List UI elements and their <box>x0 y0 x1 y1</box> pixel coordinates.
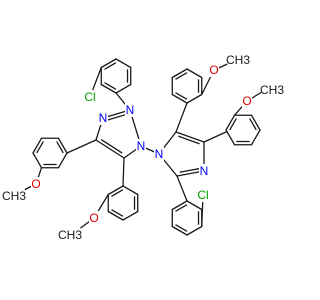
chlorophenyl-top-ring-bond <box>100 58 117 69</box>
chlorophenyl-top-ring-bond <box>115 83 132 94</box>
chlorine-top-background <box>82 90 98 104</box>
chlorophenyl-top-ring-bond-inner <box>104 62 117 70</box>
methoxyphenyl-top-ring-bond <box>171 68 188 79</box>
nitrogen-right-1-text: N <box>155 147 164 161</box>
nitrogen-left-3-background <box>98 111 108 125</box>
methyl-lower-background <box>59 228 81 242</box>
oxygen-top-right: O <box>209 63 219 77</box>
methyl-lower: CH3 <box>58 228 82 242</box>
methoxyphenyl-right-ring-bond <box>225 114 236 131</box>
methoxyphenyl-lower-ring-bond <box>122 210 139 221</box>
nitrogen-left-1: N <box>125 103 135 117</box>
methoxyphenyl-right-ring-bond-inner <box>249 118 257 131</box>
aryl-link-bond <box>122 157 125 187</box>
methoxyphenyl-left-ring-bond <box>57 152 68 169</box>
methoxyphenyl-left-ring-bond <box>57 137 68 154</box>
nitrogen-right-3: N <box>199 164 209 178</box>
methyl-left: CH3 <box>2 189 26 203</box>
oxygen-right-text: O <box>242 94 251 108</box>
methoxyphenyl-left-ring-bond <box>32 137 43 154</box>
methoxyphenyl-top-ring-bond-inner <box>175 72 188 80</box>
nitrogen-right-1-background <box>154 147 164 161</box>
chlorine-bottom-text: Cl <box>197 188 208 202</box>
nitrogen-left-3-text: N <box>99 111 108 125</box>
nitrogen-left-3: N <box>98 111 108 125</box>
aryl-link-bond <box>176 175 188 202</box>
imidazole-right-bond-inner <box>179 167 201 173</box>
imidazole-left-bond <box>95 139 125 159</box>
methoxyphenyl-right-ring-bond-inner <box>229 118 237 131</box>
chlorophenyl-bottom-ring-bond-inner <box>175 204 188 212</box>
chlorophenyl-bottom-ring-bond <box>171 225 188 236</box>
methyl-right: CH3 <box>260 83 284 97</box>
methyl-top-right-background <box>227 53 249 67</box>
chlorine-bottom: Cl <box>195 188 211 202</box>
nitrogen-left-1-text: N <box>126 103 135 117</box>
chlorine-top-text: Cl <box>84 90 95 104</box>
aryl-link-bond <box>203 131 227 143</box>
chlorophenyl-top-ring-bond <box>115 58 132 69</box>
methoxyphenyl-lower-ring-bond <box>107 185 124 196</box>
oxygen-lower-background <box>89 211 99 225</box>
methoxyphenyl-top-ring-bond <box>171 93 188 104</box>
imidazole-right-bond-inner <box>178 135 200 145</box>
methyl-top-right-text: CH3 <box>226 53 250 67</box>
oxygen-top-right-background <box>209 63 219 77</box>
oxygen-right: O <box>242 94 252 108</box>
nitrogen-right-1: N <box>154 147 164 161</box>
oxygen-left: O <box>31 177 41 191</box>
chlorophenyl-bottom-ring-bond-inner <box>175 224 188 232</box>
nitrogen-left-1-background <box>125 103 135 117</box>
methyl-right-text: CH3 <box>260 83 284 97</box>
chlorine-top: Cl <box>82 90 98 104</box>
nitrogen-left-link-background <box>136 139 146 153</box>
oxygen-right-background <box>242 94 252 108</box>
nitrogen-left-link: N <box>136 139 146 153</box>
methoxyphenyl-right-ring-bond <box>225 129 236 146</box>
chlorophenyl-top-ring-bond <box>100 83 117 94</box>
chlorine-bottom-background <box>195 188 211 202</box>
oxygen-left-background <box>31 177 41 191</box>
methoxyphenyl-right-ring-bond <box>250 114 261 131</box>
methyl-lower-text: CH3 <box>58 228 82 242</box>
aryl-link-bond <box>175 102 188 133</box>
imidazole-left-bond-inner <box>107 113 128 121</box>
methyl-left-text: CH3 <box>2 189 26 203</box>
aryl-link-bond <box>66 139 97 154</box>
nitrogen-right-3-text: N <box>200 164 209 178</box>
methyl-right-background <box>261 83 283 97</box>
methoxyphenyl-lower-ring-bond-inner <box>111 209 124 217</box>
methoxyphenyl-left-ring-bond-inner <box>56 141 64 154</box>
methyl-left-background <box>3 189 25 203</box>
methoxyphenyl-top-ring-bond-inner <box>175 92 188 100</box>
methoxyphenyl-top-ring-bond <box>186 93 203 104</box>
methoxyphenyl-lower-ring-bond <box>122 185 139 196</box>
chlorophenyl-top-ring-bond-inner <box>104 82 117 90</box>
methoxyphenyl-left-ring-bond-inner <box>36 141 44 154</box>
imidazole-left-bond-inner <box>101 139 123 154</box>
imidazole-right-bond <box>175 131 205 143</box>
chlorophenyl-bottom-ring-bond <box>171 200 188 211</box>
chlorophenyl-bottom-ring-bond <box>186 200 203 211</box>
oxygen-top-right-text: O <box>209 63 218 77</box>
oxygen-lower-text: O <box>89 211 98 225</box>
oxygen-left-text: O <box>31 177 40 191</box>
methoxyphenyl-lower-ring-bond-inner <box>111 189 124 197</box>
methoxyphenyl-right-ring-bond <box>250 129 261 146</box>
methyl-top-right: CH3 <box>226 53 250 67</box>
nitrogen-left-link-text: N <box>137 139 146 153</box>
methoxyphenyl-left-ring-bond <box>32 152 43 169</box>
methoxyphenyl-top-ring-bond <box>186 68 203 79</box>
chlorophenyl-bottom-ring-bond <box>186 225 203 236</box>
nitrogen-right-3-background <box>199 164 209 178</box>
methoxyphenyl-lower-ring-bond <box>107 210 124 221</box>
oxygen-lower: O <box>89 211 99 225</box>
